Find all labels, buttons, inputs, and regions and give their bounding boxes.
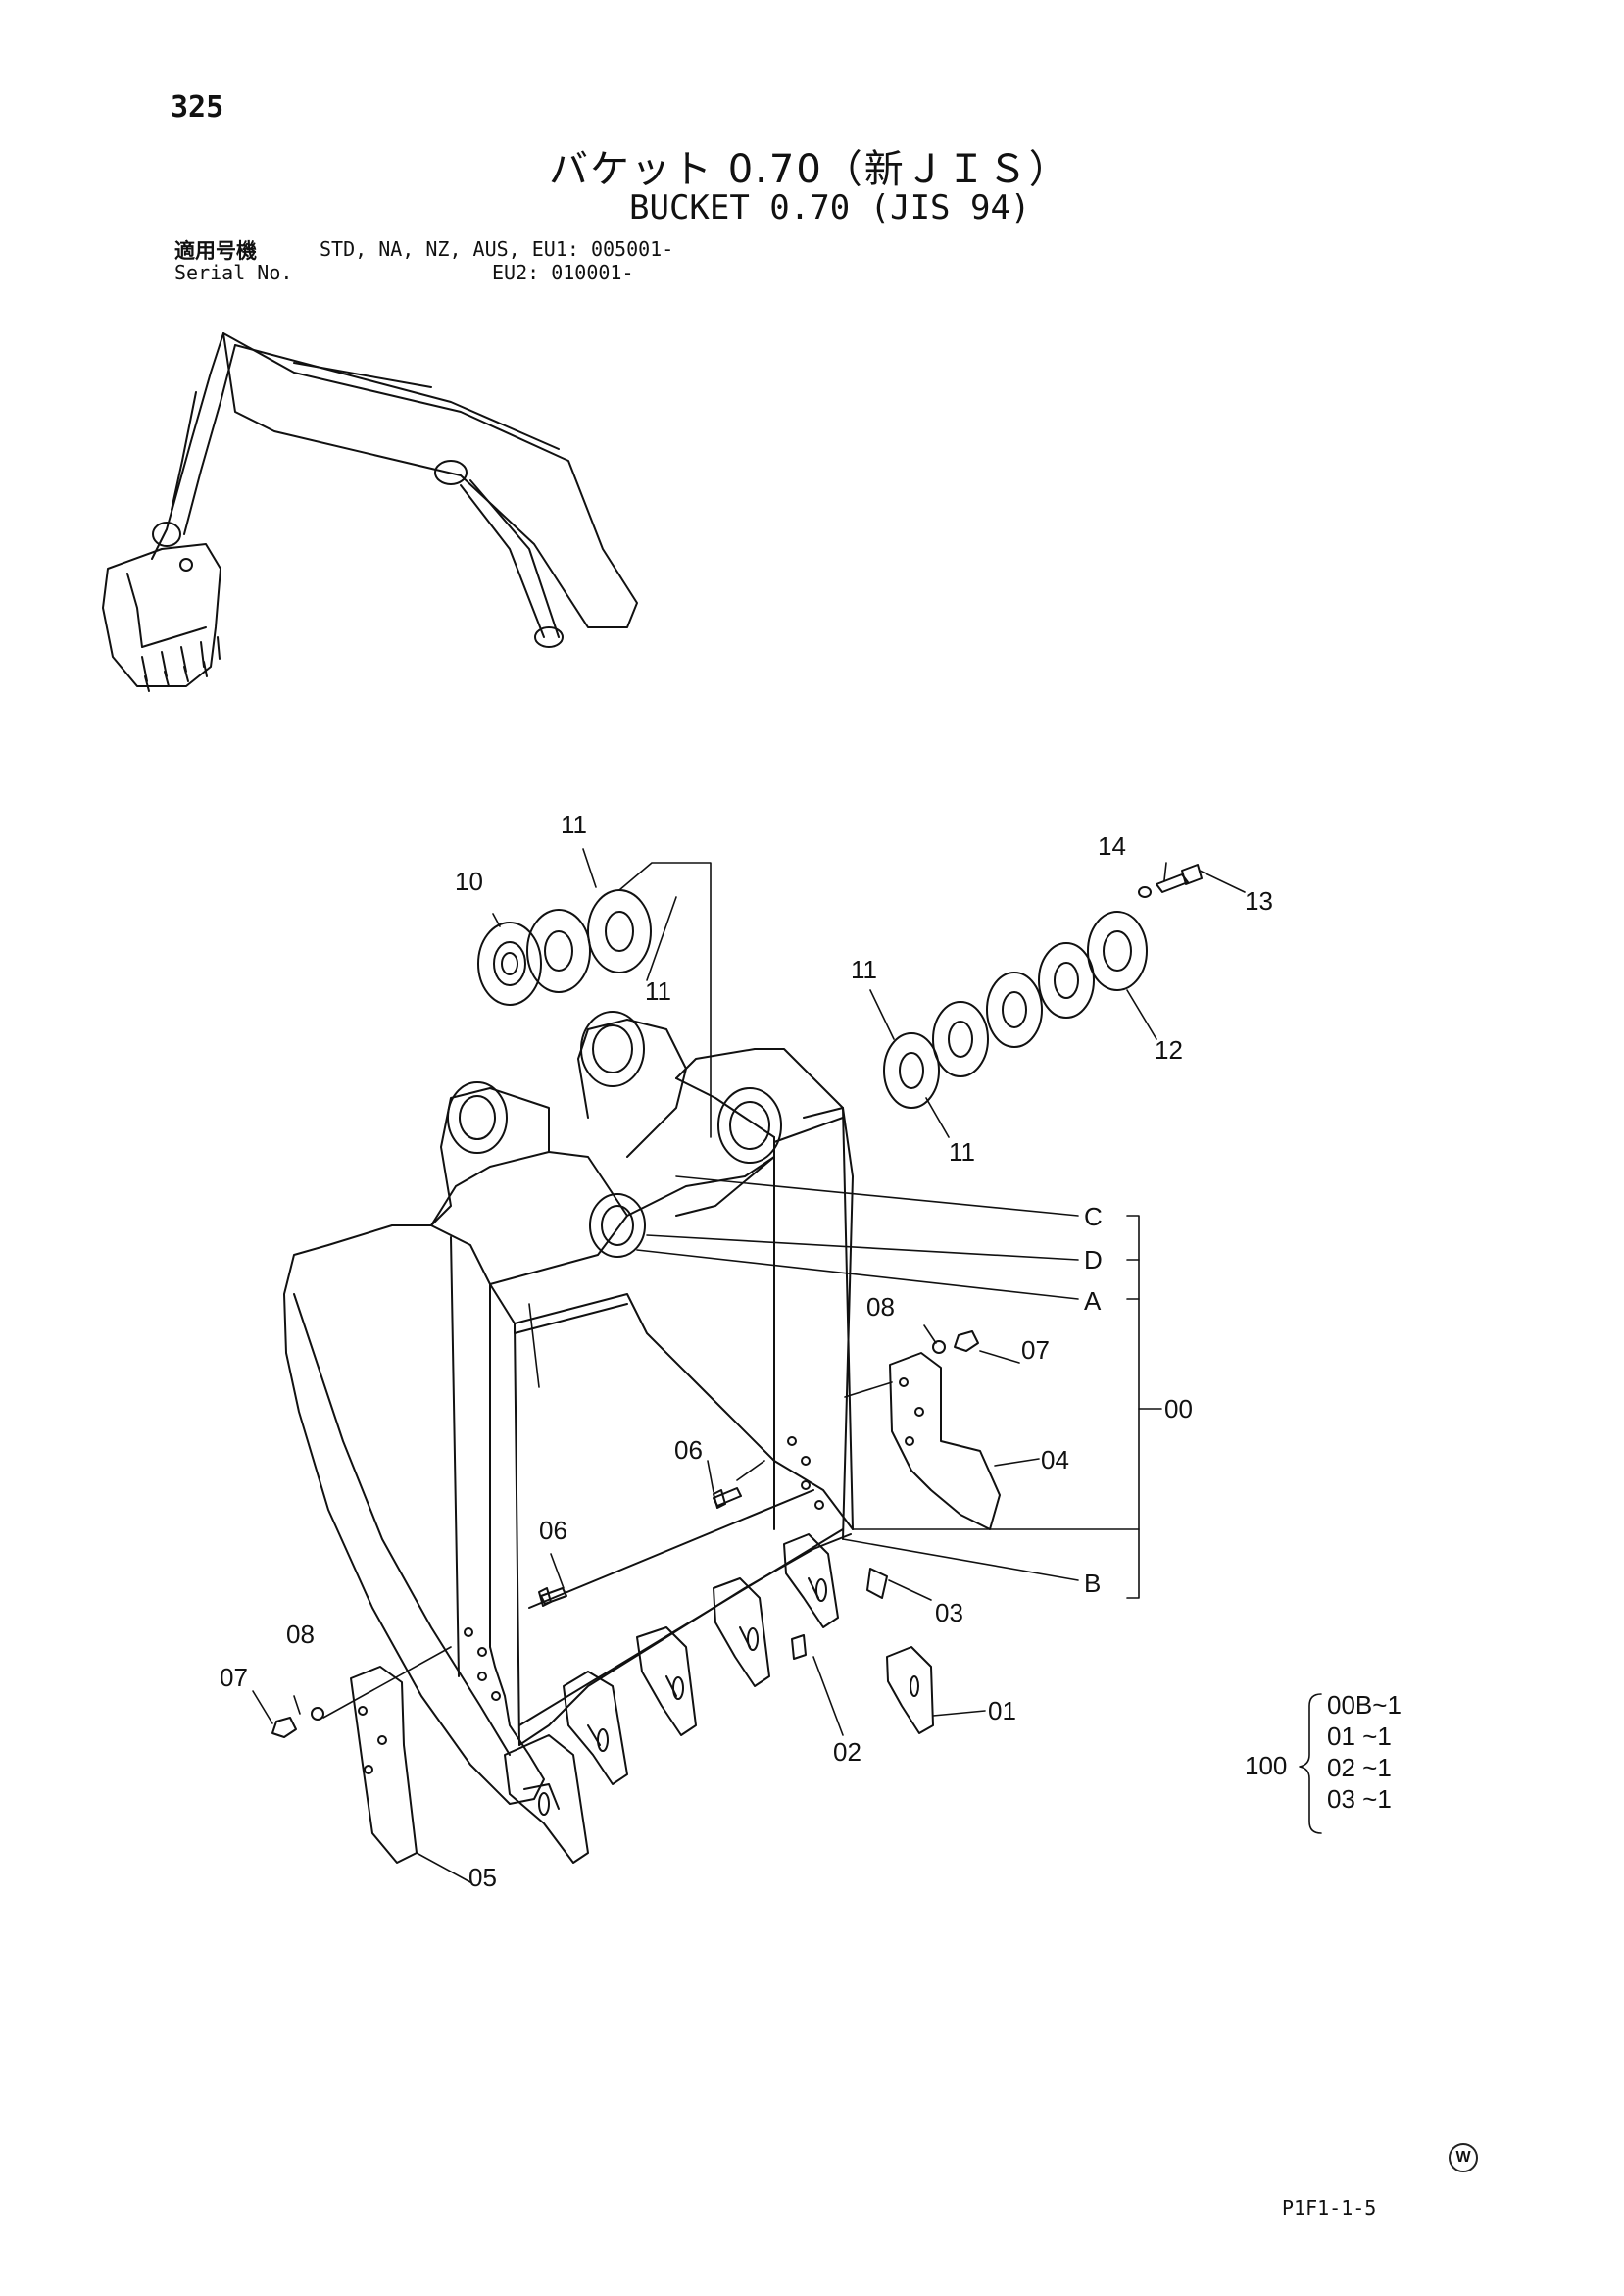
callout-08-left: 08 (286, 1620, 315, 1649)
applicability-label-en: Serial No. (174, 261, 293, 284)
callout-06-right: 06 (674, 1435, 703, 1465)
kit-label: 100 (1245, 1751, 1288, 1780)
kit-brace (1299, 1693, 1322, 1834)
title-english: BUCKET 0.70 (JIS 94) (629, 188, 1031, 227)
callout-B: B (1084, 1569, 1102, 1598)
title-japanese: バケット 0.70（新ＪＩＳ） (549, 147, 1070, 192)
callout-05: 05 (468, 1863, 497, 1892)
applicability-label-jp: 適用号機 (174, 239, 257, 263)
side-cutter-parts (350, 1352, 1001, 1864)
callout-11-shim: 11 (645, 976, 671, 1006)
excavator-front-illustration (102, 332, 638, 692)
callout-07-left: 07 (220, 1663, 248, 1692)
callout-10: 10 (455, 867, 483, 896)
callout-12: 12 (1155, 1035, 1183, 1065)
callout-03: 03 (935, 1598, 963, 1627)
callout-01: 01 (988, 1696, 1016, 1725)
kit-item: 03 ~1 (1327, 1784, 1392, 1814)
page-number: 325 (171, 90, 224, 125)
callout-02: 02 (833, 1737, 861, 1767)
callout-04: 04 (1041, 1445, 1069, 1474)
callout-06-left: 06 (539, 1516, 567, 1545)
callout-07-right: 07 (1021, 1335, 1050, 1365)
callout-14: 14 (1098, 831, 1126, 861)
callout-11-lower: 11 (949, 1137, 975, 1167)
callout-C: C (1084, 1202, 1103, 1231)
kit-item: 02 ~1 (1327, 1753, 1392, 1782)
kit-item: 00B~1 (1327, 1690, 1402, 1720)
bucket-teeth (504, 1533, 934, 1864)
watermark-mark: W (1449, 2143, 1478, 2172)
pin-boss (447, 1081, 508, 1154)
callout-11-top: 11 (561, 810, 587, 839)
shim-and-plate-parts (271, 864, 1203, 1738)
applicability-line2: EU2: 010001- (492, 261, 634, 284)
callout-08-right: 08 (866, 1292, 895, 1322)
callout-11-right: 11 (851, 955, 877, 984)
footer-code: P1F1-1-5 (1282, 2196, 1377, 2220)
kit-item: 01 ~1 (1327, 1722, 1392, 1751)
callout-13: 13 (1245, 886, 1273, 916)
callout-00: 00 (1164, 1394, 1193, 1423)
leader-lines (252, 848, 1246, 1883)
bucket-body (283, 1011, 854, 1805)
callout-A: A (1084, 1286, 1102, 1316)
applicability-line1: STD, NA, NZ, AUS, EU1: 005001- (320, 237, 674, 261)
callout-D: D (1084, 1245, 1103, 1274)
